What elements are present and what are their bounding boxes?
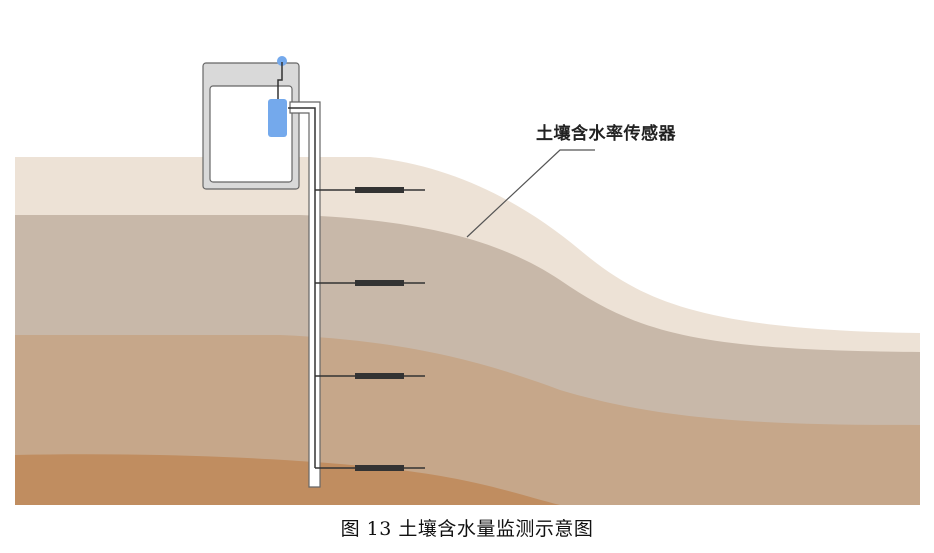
data-logger-enclosure <box>202 56 300 190</box>
sensor-probe-1 <box>315 187 425 193</box>
label-leader-line <box>466 149 595 238</box>
sensor-label: 土壤含水率传感器 <box>536 124 676 144</box>
figure-caption: 图 13 土壤含水量监测示意图 <box>340 518 594 540</box>
sensor-probe-2 <box>315 280 425 286</box>
soil-layer-4 <box>15 454 560 505</box>
sensor-probe-4 <box>315 465 425 471</box>
cable-conduit <box>288 101 321 488</box>
logger-unit <box>268 99 287 137</box>
sensor-probe-3 <box>315 373 425 379</box>
antenna-icon <box>277 56 287 66</box>
